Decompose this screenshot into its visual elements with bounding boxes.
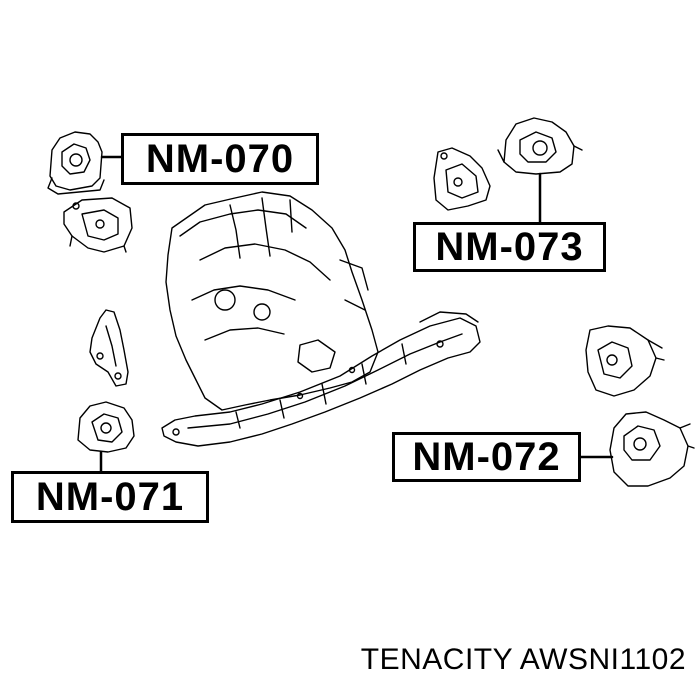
bracket-071-drawing (89, 309, 129, 387)
part-caption: TENACITY AWSNI1102 (360, 643, 686, 676)
label-nm-071: NM-071 (11, 471, 209, 523)
label-nm-070: NM-070 (121, 133, 319, 185)
bracket-072-drawing (585, 325, 665, 397)
mount-071-drawing (77, 401, 135, 473)
bracket-070-drawing (63, 197, 133, 253)
mount-070-drawing (47, 131, 123, 195)
mount-073-drawing (497, 117, 583, 224)
label-nm-072: NM-072 (392, 432, 581, 482)
subframe-drawing (161, 311, 481, 447)
mount-072-drawing (579, 411, 695, 487)
engine-block-drawing (165, 191, 379, 411)
label-nm-073: NM-073 (413, 222, 606, 272)
bracket-073-drawing (433, 147, 491, 211)
